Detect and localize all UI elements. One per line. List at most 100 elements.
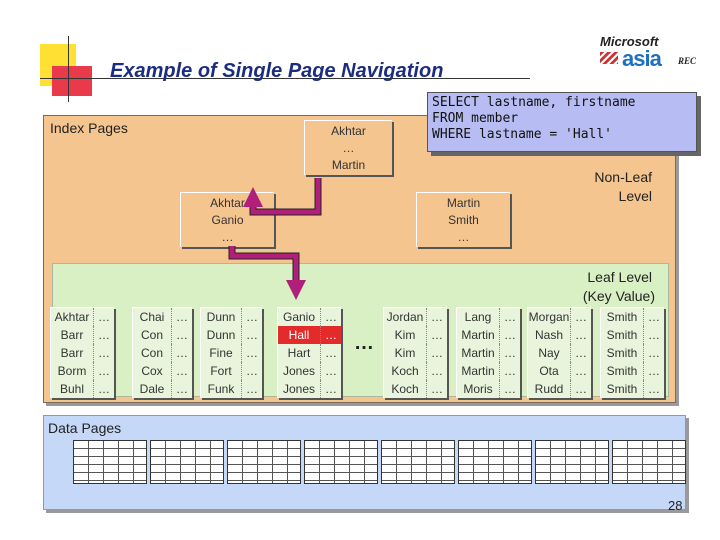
leaf-key: Con: [133, 326, 172, 344]
leaf-page-4: Ganio…Hall…Hart…Jones…Jones…: [277, 307, 341, 398]
leaf-key: Barr: [51, 344, 94, 362]
leaf-pointer: …: [325, 364, 337, 378]
leaf-key: Jones: [278, 362, 321, 380]
leaf-page-2: Chai … Con … Con … Cox … Dale …: [132, 307, 192, 398]
leaf-key: Dale: [133, 380, 172, 398]
leaf-pointer: …: [246, 310, 258, 324]
leaf-key: Jordan: [384, 308, 427, 326]
leaf-key: Chai: [133, 308, 172, 326]
leaf-key: Moris: [457, 380, 500, 398]
leaf-key: Nash: [528, 326, 571, 344]
leaf-page-8: Smith…Smith…Smith…Smith…Smith…: [600, 307, 664, 398]
leaf-pointer: …: [176, 310, 188, 324]
leaf-pointer: …: [575, 346, 587, 360]
leaf-page-1: Akhtar … Barr … Barr … Borm … Buhl …: [50, 307, 114, 398]
leaf-pointer: …: [98, 310, 110, 324]
leaf-key: Jones: [278, 380, 321, 398]
data-page: [535, 440, 609, 484]
leaf-pointer: …: [431, 310, 443, 324]
leaf-pointer: …: [98, 346, 110, 360]
data-page: [227, 440, 301, 484]
leaf-key: Borm: [51, 362, 94, 380]
leaf-pointer: …: [246, 364, 258, 378]
leaf-pointer: …: [648, 346, 660, 360]
leaf-pointer: …: [431, 364, 443, 378]
data-page: [381, 440, 455, 484]
root-index-node: Akhtar … Martin: [304, 120, 392, 175]
slide-title: Example of Single Page Navigation: [110, 60, 444, 82]
data-pages-label: Data Pages: [48, 420, 122, 436]
leaf-pointer: …: [504, 364, 516, 378]
leaf-key: Kim: [384, 344, 427, 362]
leaf-pointer: …: [176, 364, 188, 378]
leaf-key: Koch: [384, 380, 427, 398]
leaf-pointer: …: [575, 364, 587, 378]
leaf-pointer: …: [325, 382, 337, 396]
leaf-key: Hall: [278, 326, 321, 344]
leaf-key: Rudd: [528, 380, 571, 398]
nonleaf-node-1: Akhtar Ganio …: [180, 192, 274, 247]
leaf-pointer: …: [98, 382, 110, 396]
leaf-key: Martin: [457, 344, 500, 362]
leaf-pointer: …: [648, 382, 660, 396]
leaf-pointer: …: [431, 382, 443, 396]
leaf-key: Koch: [384, 362, 427, 380]
leaf-pointer: …: [648, 364, 660, 378]
leaf-key: Smith: [601, 326, 644, 344]
leaf-ellipsis: …: [354, 332, 374, 354]
leaf-page-5: Jordan … Kim … Kim … Koch … Koch …: [383, 307, 447, 398]
data-page: [458, 440, 532, 484]
leaf-pointer: …: [431, 346, 443, 360]
leaf-key: Barr: [51, 326, 94, 344]
sql-query-box: SELECT lastname, firstname FROM member W…: [427, 92, 697, 152]
logo-stripe-icon: [600, 52, 618, 64]
leaf-pointer: …: [504, 382, 516, 396]
microsoft-asia-logo: Microsoft asia REC: [600, 34, 697, 71]
leaf-key: Fine: [201, 344, 242, 362]
leaf-pointer: …: [648, 328, 660, 342]
decoration-line: [68, 36, 69, 102]
leaf-pointer: …: [575, 328, 587, 342]
leaf-key: Ganio: [278, 308, 321, 326]
leaf-pointer: …: [325, 310, 337, 324]
leaf-key: Smith: [601, 380, 644, 398]
key-value-label: (Key Value): [582, 288, 655, 304]
leaf-pointer: …: [176, 328, 188, 342]
leaf-pointer: …: [246, 346, 258, 360]
leaf-key: Funk: [201, 380, 242, 398]
leaf-key: Ota: [528, 362, 571, 380]
data-page: [150, 440, 224, 484]
title-underline: [40, 78, 530, 79]
leaf-pointer: …: [176, 382, 188, 396]
data-page: [304, 440, 378, 484]
leaf-pointer: …: [325, 346, 337, 360]
leaf-key: Kim: [384, 326, 427, 344]
leaf-pointer: …: [504, 346, 516, 360]
leaf-pointer: …: [246, 328, 258, 342]
leaf-key: Morgan: [528, 308, 571, 326]
leaf-pointer: …: [246, 382, 258, 396]
page-number: 28: [668, 498, 683, 513]
leaf-level-label: Leaf Level: [587, 269, 652, 285]
index-pages-label: Index Pages: [50, 120, 128, 136]
leaf-key: Buhl: [51, 380, 94, 398]
leaf-key: Dunn: [201, 308, 242, 326]
leaf-page-6: Lang…Martin…Martin…Martin…Moris…: [456, 307, 520, 398]
nonleaf-node-2: Martin Smith …: [416, 192, 510, 247]
leaf-pointer: …: [431, 328, 443, 342]
leaf-pointer: …: [504, 310, 516, 324]
leaf-key: Lang: [457, 308, 500, 326]
leaf-key: Con: [133, 344, 172, 362]
leaf-pointer: …: [98, 328, 110, 342]
leaf-key: Fort: [201, 362, 242, 380]
leaf-key: Martin: [457, 326, 500, 344]
leaf-key: Akhtar: [51, 308, 94, 326]
leaf-key: Cox: [133, 362, 172, 380]
leaf-pointer: …: [176, 346, 188, 360]
leaf-pointer: …: [98, 364, 110, 378]
leaf-pointer: …: [575, 310, 587, 324]
leaf-key: Hart: [278, 344, 321, 362]
data-page: [612, 440, 686, 484]
leaf-page-7: Morgan…Nash…Nay…Ota…Rudd…: [527, 307, 591, 398]
leaf-key: Nay: [528, 344, 571, 362]
